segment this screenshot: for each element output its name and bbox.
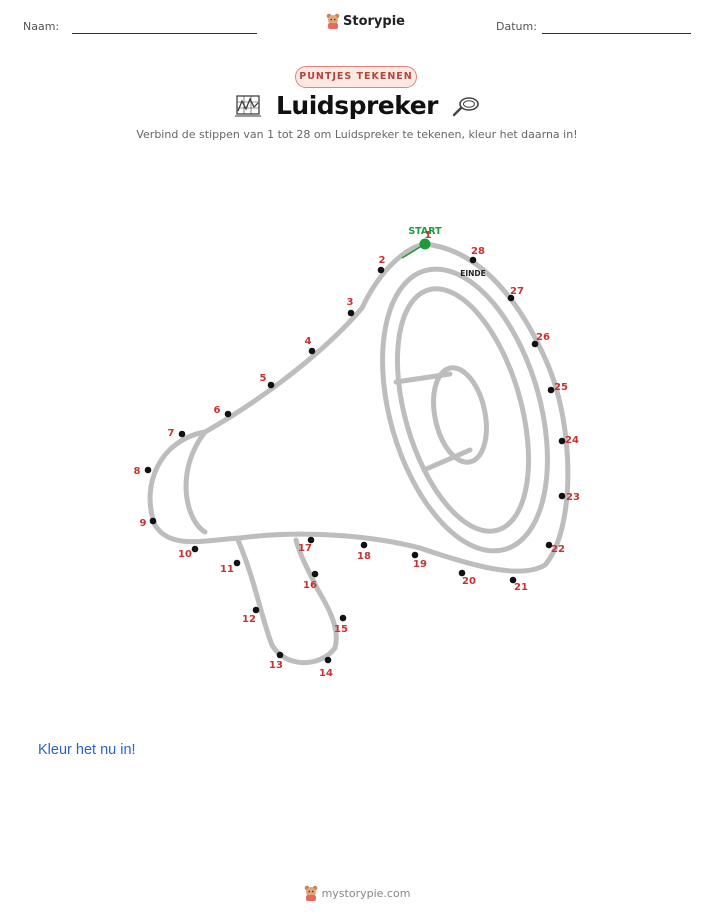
dot-5 — [267, 381, 275, 389]
dot-label-14: 14 — [319, 668, 333, 679]
bear-icon — [326, 13, 340, 29]
dot-to-dot-puzzle: START EINDE 1234567891011121314151617181… — [134, 226, 580, 679]
dot-6 — [224, 410, 232, 418]
dot-4 — [308, 347, 316, 355]
dot-label-25: 25 — [554, 382, 568, 393]
dot-label-21: 21 — [514, 582, 528, 593]
brand-logo: Storypie — [326, 13, 405, 29]
start-dot — [419, 238, 431, 250]
name-label: Naam: — [23, 20, 60, 33]
dot-18 — [360, 541, 368, 549]
page-title: Luidspreker — [276, 91, 439, 120]
dot-25 — [547, 386, 555, 394]
dot-27 — [507, 294, 515, 302]
dot-label-26: 26 — [536, 332, 550, 343]
dot-21 — [509, 576, 517, 584]
dot-8 — [144, 466, 152, 474]
dot-7 — [178, 430, 186, 438]
dot-label-11: 11 — [220, 564, 234, 575]
dot-label-4: 4 — [305, 336, 312, 347]
frying-pan-icon — [452, 96, 479, 116]
dot-28 — [469, 256, 477, 264]
dot-17 — [307, 536, 315, 544]
chart-doodle-icon — [235, 94, 261, 116]
dot-2 — [377, 266, 385, 274]
dot-label-7: 7 — [168, 428, 175, 439]
dot-label-20: 20 — [462, 576, 476, 587]
megaphone-outline — [147, 241, 571, 666]
dot-24 — [558, 437, 566, 445]
name-line[interactable] — [72, 33, 257, 34]
dot-9 — [149, 517, 157, 525]
dot-label-19: 19 — [413, 559, 427, 570]
dot-label-24: 24 — [565, 435, 579, 446]
dot-label-27: 27 — [510, 286, 524, 297]
dot-23 — [558, 492, 566, 500]
dot-16 — [311, 570, 319, 578]
dot-22 — [545, 541, 553, 549]
dot-label-8: 8 — [134, 466, 141, 477]
dot-label-9: 9 — [140, 518, 147, 529]
dot-20 — [458, 569, 466, 577]
bear-icon — [304, 885, 317, 901]
title-row: Luidspreker — [0, 91, 714, 120]
dot-19 — [411, 551, 419, 559]
dot-26 — [531, 340, 539, 348]
footer-site[interactable]: mystorypie.com — [321, 886, 411, 900]
dot-label-5: 5 — [260, 373, 267, 384]
dot-label-23: 23 — [566, 492, 580, 503]
dot-14 — [324, 656, 332, 664]
brand-name: Storypie — [343, 13, 405, 29]
date-label: Datum: — [496, 20, 537, 33]
dot-label-2: 2 — [379, 255, 386, 266]
start-label: START — [408, 226, 442, 237]
dot-11 — [233, 559, 241, 567]
dot-label-13: 13 — [269, 660, 283, 671]
color-instruction: Kleur het nu in! — [38, 742, 136, 758]
dot-3 — [347, 309, 355, 317]
footer: mystorypie.com — [0, 885, 714, 901]
end-label: EINDE — [460, 269, 486, 278]
dot-label-18: 18 — [357, 551, 371, 562]
dot-label-16: 16 — [303, 580, 317, 591]
dot-label-1: 1 — [425, 230, 432, 241]
instructions-subtitle: Verbind de stippen van 1 tot 28 om Luids… — [136, 128, 578, 141]
dot-13 — [276, 651, 284, 659]
dot-label-6: 6 — [214, 405, 221, 416]
dot-label-28: 28 — [471, 246, 485, 257]
dot-label-17: 17 — [298, 543, 312, 554]
activity-badge: PUNTJES TEKENEN — [295, 66, 417, 88]
dot-label-3: 3 — [347, 297, 354, 308]
dots-layer: 1234567891011121314151617181920212223242… — [134, 230, 580, 679]
dot-10 — [191, 545, 199, 553]
dot-12 — [252, 606, 260, 614]
dot-label-15: 15 — [334, 624, 348, 635]
dot-label-12: 12 — [242, 614, 256, 625]
dot-label-10: 10 — [178, 549, 192, 560]
dot-15 — [339, 614, 347, 622]
date-line[interactable] — [542, 33, 691, 34]
dot-label-22: 22 — [551, 544, 565, 555]
